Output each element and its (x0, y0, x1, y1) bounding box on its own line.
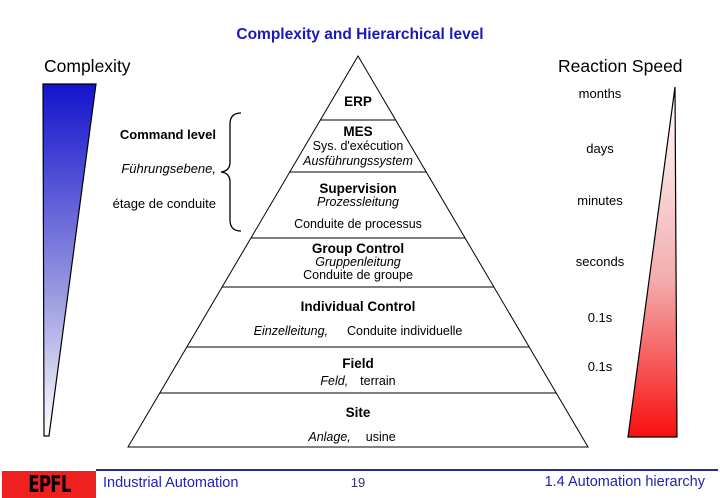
level-supervision-name: Supervision (319, 181, 397, 196)
epfl-logo-text: EPFL (27, 471, 71, 498)
command-level-label: Command level (119, 127, 216, 142)
level-individual-control-german: Einzelleitung, (253, 324, 328, 338)
level-group-control-name: Group Control (311, 241, 405, 256)
time-label-minutes: minutes (577, 193, 623, 208)
level-supervision-sub2: Conduite de processus (294, 217, 422, 231)
level-mes-name: MES (343, 124, 373, 139)
level-site-name: Site (345, 405, 371, 420)
level-individual-control-french: Conduite individuelle (347, 324, 463, 338)
level-field-name: Field (342, 356, 374, 371)
level-field-french: terrain (360, 374, 396, 388)
level-individual-control-subs: Einzelleitung, Conduite individuelle (254, 324, 463, 338)
level-field-german: Feld, (320, 374, 349, 388)
level-site-german: Anlage, (308, 430, 351, 444)
epfl-logo: EPFL (2, 471, 96, 498)
complexity-gradient-wedge (42, 83, 97, 437)
time-label-days: days (586, 141, 614, 156)
reaction-speed-gradient-wedge (627, 86, 678, 438)
footer-course-title: Industrial Automation (103, 475, 239, 491)
footer-section-title: 1.4 Automation hierarchy (544, 474, 705, 490)
time-label-0-1s-b: 0.1s (587, 359, 613, 374)
level-individual-control-name: Individual Control (300, 299, 416, 314)
command-level-brace (220, 112, 242, 232)
time-label-0-1s-a: 0.1s (587, 310, 613, 325)
footer-page-number: 19 (350, 475, 366, 490)
level-supervision-sub1: Prozessleitung (317, 195, 399, 209)
level-mes-sub1: Sys. d'exécution (312, 139, 404, 153)
level-site-subs: Anlage, usine (308, 430, 395, 444)
pyramid-outline (127, 55, 589, 448)
level-field-subs: Feld, terrain (320, 374, 395, 388)
reaction-speed-heading: Reaction Speed (558, 56, 683, 76)
level-group-control-sub1: Gruppenleitung (315, 255, 401, 269)
level-group-control-sub2: Conduite de groupe (303, 268, 413, 282)
level-site-french: usine (365, 430, 396, 444)
time-label-months: months (578, 86, 622, 101)
command-level-german: Führungsebene, (121, 161, 216, 176)
page-title: Complexity and Hierarchical level (236, 26, 484, 43)
footer-divider-line (96, 469, 718, 471)
level-mes-sub2: Ausführungssystem (303, 154, 413, 168)
command-level-french: étage de conduite (112, 196, 216, 211)
time-label-seconds: seconds (575, 254, 625, 269)
level-erp-name: ERP (344, 94, 372, 109)
complexity-heading: Complexity (44, 56, 131, 76)
